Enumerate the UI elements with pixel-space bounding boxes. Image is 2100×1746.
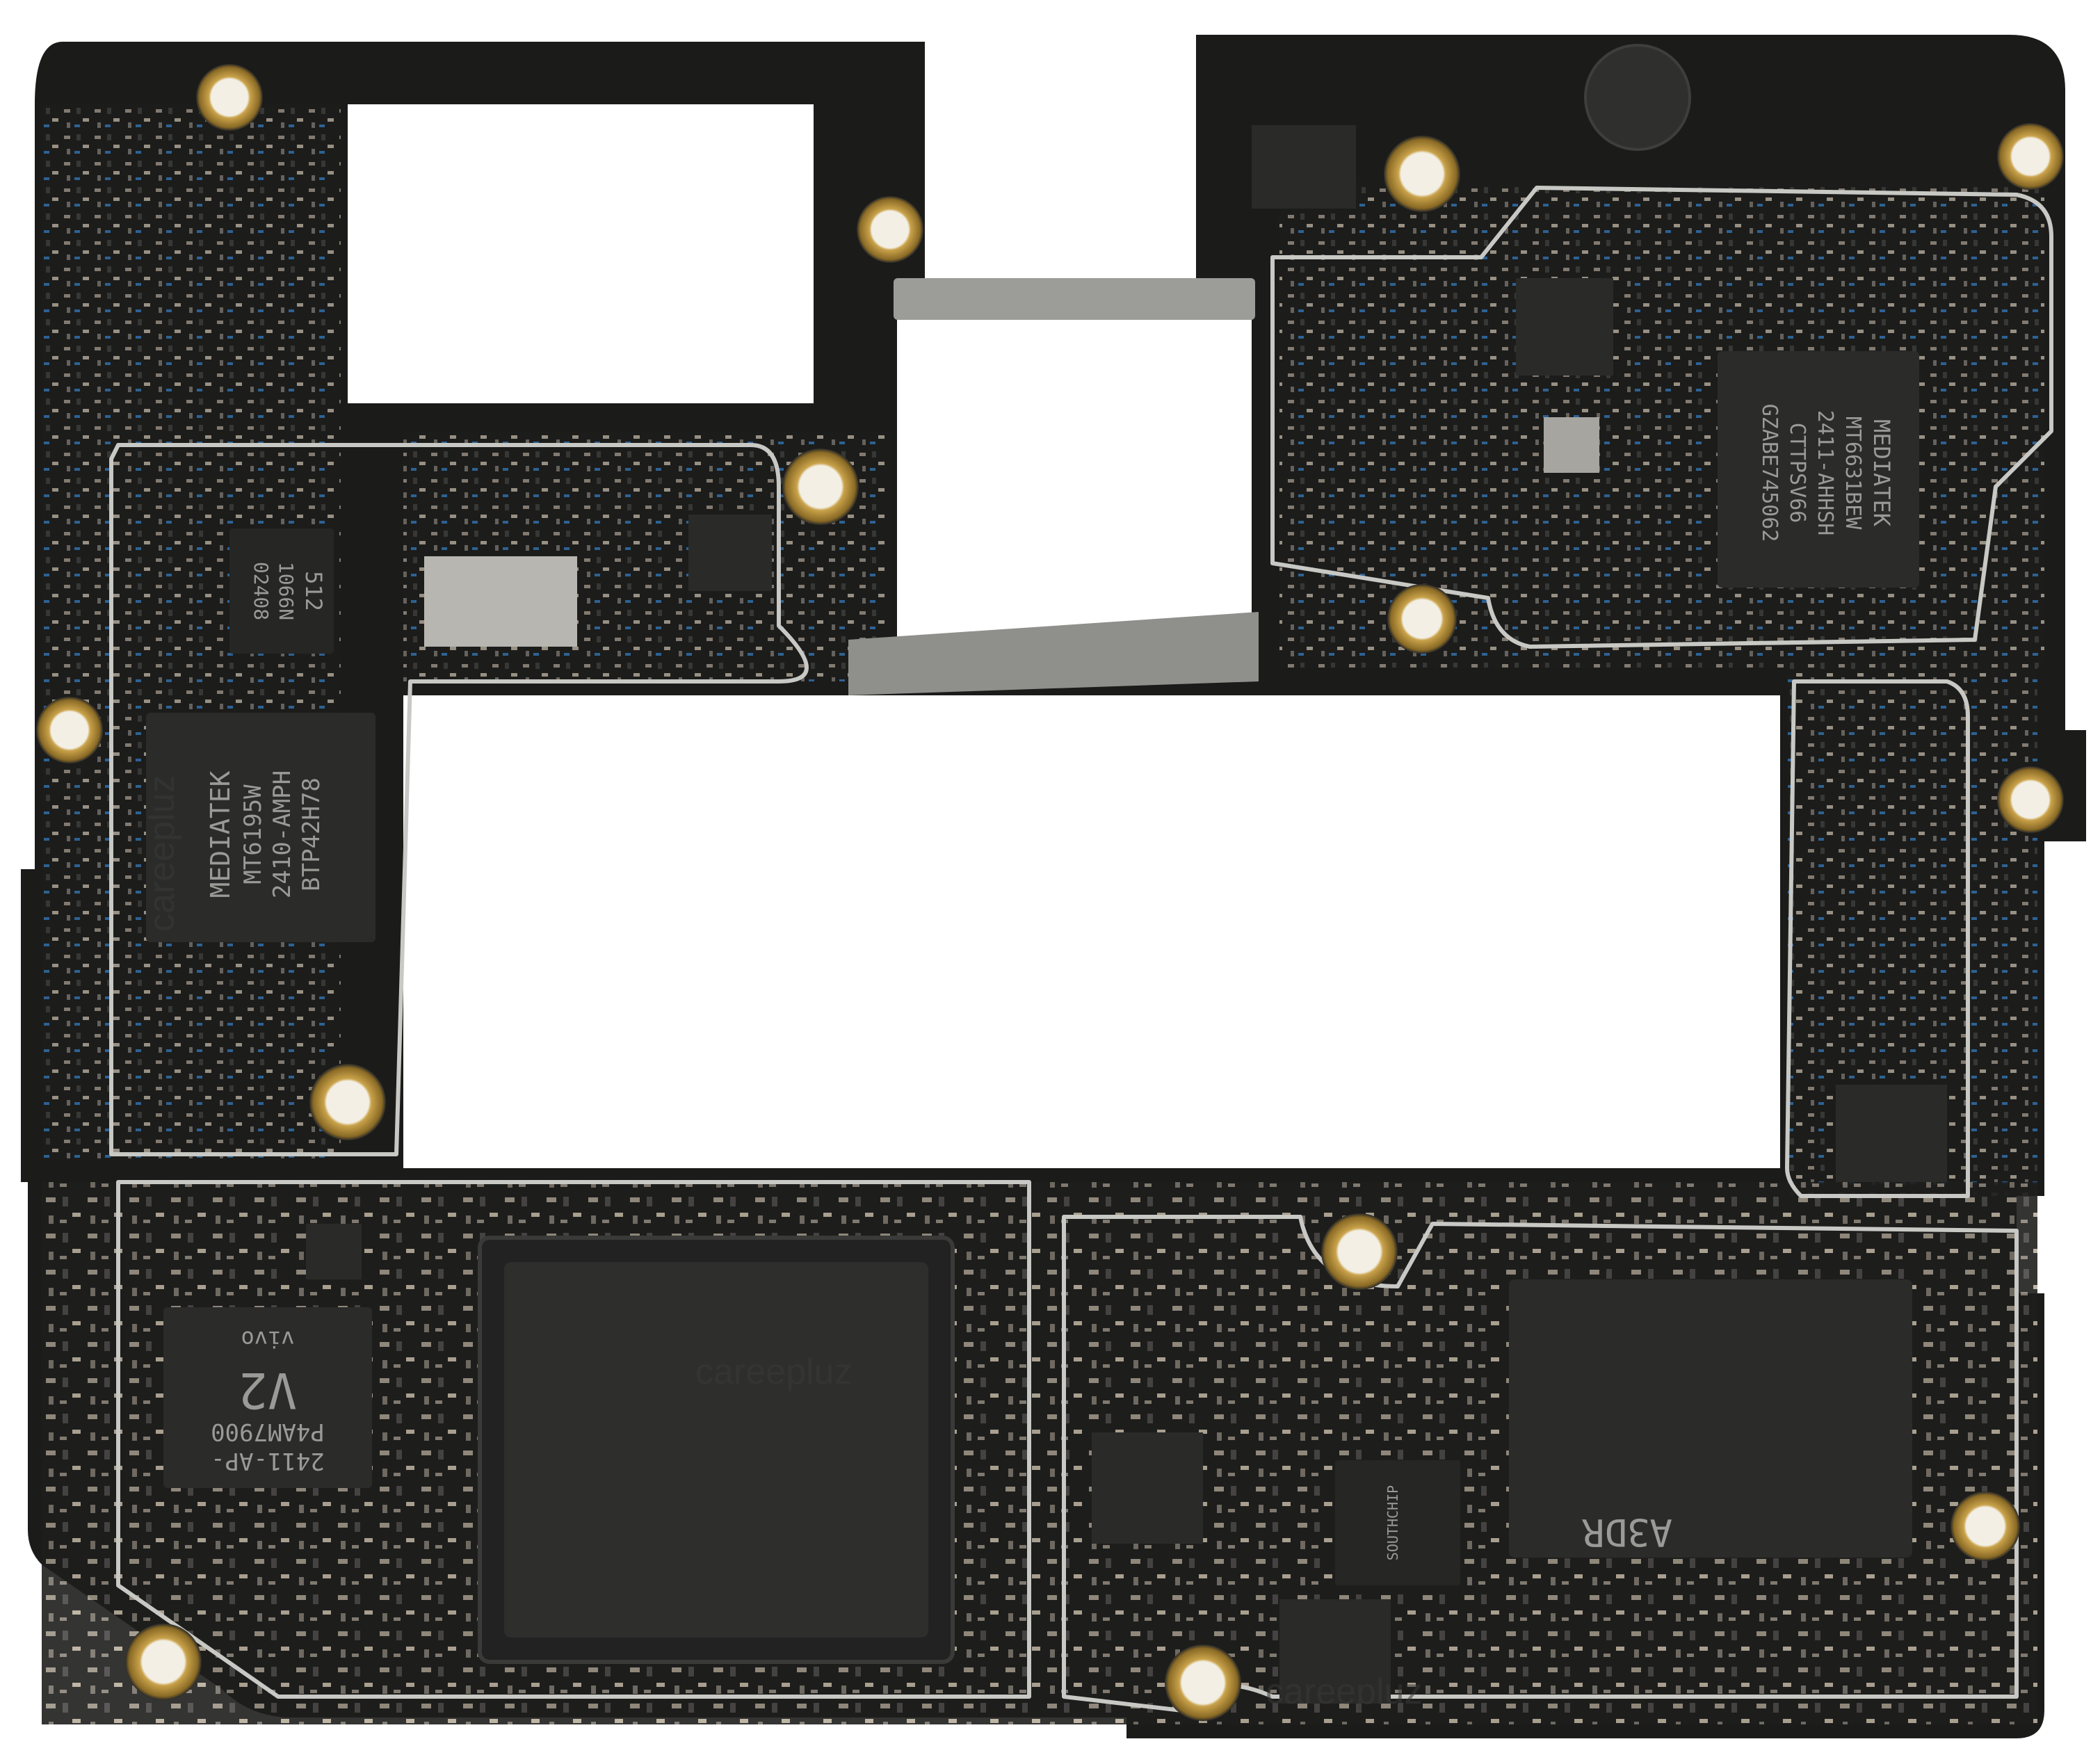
chip-512-line3: 02408 bbox=[250, 562, 273, 620]
chip-mt6631-line2: MT6631BEW bbox=[1841, 417, 1865, 530]
chip-mt6195-line1: MEDIATEK bbox=[205, 770, 236, 898]
chip-soc-die bbox=[504, 1262, 928, 1638]
chip-southchip-line1: SOUTHCHIP bbox=[1384, 1485, 1401, 1560]
chip-mt6195-line3: 2410-AMPH bbox=[268, 770, 296, 898]
chip-memory-line1: A3DR bbox=[1581, 1510, 1672, 1554]
chip-memory bbox=[1509, 1279, 1912, 1558]
buzzer bbox=[1584, 44, 1691, 151]
chip-mt6631-line1: MEDIATEK bbox=[1868, 419, 1895, 527]
shield-can-tiny bbox=[1544, 417, 1599, 473]
small-ics bbox=[306, 125, 1947, 1704]
chip-mt6195-line2: MT6195W bbox=[239, 784, 267, 884]
chip-mt6631 bbox=[1718, 351, 1919, 588]
metal-bracket-top bbox=[894, 278, 1255, 320]
chip-v2-line2: P4AM7900 bbox=[211, 1418, 325, 1446]
watermark-3: careepluz bbox=[1266, 1672, 1422, 1712]
chip-southchip bbox=[1335, 1460, 1460, 1585]
mounting-holes bbox=[36, 64, 2064, 1721]
chip-512-line2: 1066N bbox=[275, 562, 298, 620]
chip-v2-line1: 2411-AP- bbox=[211, 1447, 325, 1475]
chip-512-line1: 512 bbox=[300, 571, 327, 611]
watermark-2: careepluz bbox=[142, 775, 182, 932]
smd-area-top-right bbox=[1279, 181, 2044, 668]
chip-mt6195 bbox=[146, 713, 375, 942]
chip-v2 bbox=[163, 1307, 372, 1488]
chip-512 bbox=[229, 528, 334, 654]
metal-bracket-bottom bbox=[848, 612, 1259, 695]
chip-mt6631-line4: CTTPSV66 bbox=[1785, 423, 1809, 524]
chip-mt6195-line4: BTP42H78 bbox=[298, 777, 325, 891]
shield-can-small bbox=[424, 556, 577, 647]
chip-mt6631-line5: GZABE745062 bbox=[1757, 404, 1782, 542]
chip-v2-line3: V2 bbox=[239, 1361, 297, 1418]
chip-mt6631-line3: 2411-AHHSH bbox=[1813, 410, 1837, 536]
chip-v2-line4: vivo bbox=[241, 1326, 294, 1352]
watermark-1: careepluz bbox=[695, 1352, 852, 1392]
